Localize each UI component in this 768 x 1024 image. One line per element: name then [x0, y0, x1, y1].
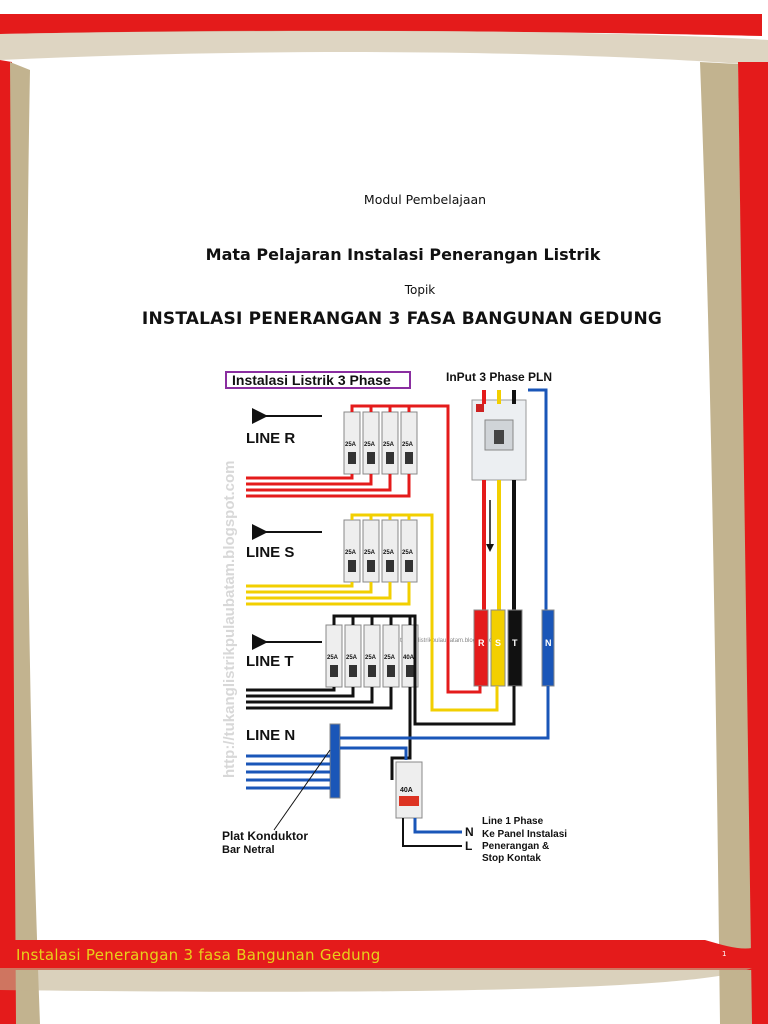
output-wires-s: [246, 582, 411, 606]
busbar-r: [473, 609, 489, 687]
top-beige-band: [0, 30, 768, 66]
output-wire-n: [413, 818, 462, 834]
line-r-label: LINE R: [246, 430, 295, 447]
mcb-40a-handle: [399, 796, 419, 806]
footer-title: Instalasi Penerangan 3 fasa Bangunan Ged…: [16, 946, 381, 964]
diagram-title: Instalasi Listrik 3 Phase: [232, 372, 391, 388]
feed-arrow-head: [486, 544, 494, 552]
supply-wire-t: [332, 614, 516, 726]
supply-taps-s: [369, 515, 411, 520]
output-wires-t: [246, 687, 393, 710]
mcb-t-3-rating: 25A: [365, 655, 377, 661]
mcb-t-2-rating: 25A: [346, 655, 358, 661]
wiring-diagram: Instalasi Listrik 3 Phase InPut 3 Phase …: [221, 370, 567, 864]
mcb-t-4-rating: 25A: [384, 655, 396, 661]
busbar-s: [490, 609, 506, 687]
wire-to-40a: [390, 687, 412, 780]
output-wire-l: [402, 818, 462, 847]
right-beige-strip: [700, 62, 754, 1024]
mcb-40a: [395, 761, 423, 819]
watermark: http://tukanglistrikpulaubatam.blogspot.…: [221, 460, 238, 778]
busbar-t-label: T: [512, 638, 518, 648]
module-label: Modul Pembelajaan: [363, 192, 487, 207]
mcb-r-1-rating: 25A: [345, 442, 357, 448]
mcb-s-3-rating: 25A: [383, 550, 395, 556]
busbar-t: [507, 609, 523, 687]
watermark-small: tukanglistrikpulaubatam.blogspot.com: [400, 638, 500, 644]
busbar-n: [541, 609, 555, 687]
breakers-s: 25A 25A 25A 25A: [343, 519, 418, 583]
top-red-band: [0, 14, 762, 36]
supply-taps-t: [351, 616, 412, 625]
mcb-40a-rating: 40A: [400, 787, 413, 794]
mcb-r-4-rating: 25A: [402, 442, 414, 448]
footer-red-band: [0, 940, 752, 970]
subject-title: Mata Pelajaran Instalasi Penerangan List…: [205, 245, 601, 264]
mcb-t-1-rating: 25A: [327, 655, 339, 661]
mcb-s-2-rating: 25A: [364, 550, 376, 556]
line-t-label: LINE T: [246, 653, 294, 670]
neutral-supply-wire: [340, 686, 550, 740]
output-wires-r: [246, 474, 411, 498]
out-text-4: Stop Kontak: [482, 853, 541, 864]
topic-label: Topik: [404, 283, 436, 297]
line-n-label: LINE N: [246, 727, 295, 744]
neutral-bar: [329, 723, 341, 799]
out-text-3: Penerangan &: [482, 841, 549, 852]
left-red-strip: [0, 60, 18, 1024]
out-n-label: N: [465, 825, 474, 839]
right-red-strip: [738, 62, 768, 1024]
page-number: 1: [722, 950, 727, 958]
mcb-s-1-rating: 25A: [345, 550, 357, 556]
plat-label-1: Plat Konduktor: [222, 829, 308, 843]
supply-wire-s: [350, 513, 499, 712]
breakers-t: 25A 25A 25A 25A 40A: [325, 624, 419, 688]
input-wire-n: [528, 388, 548, 612]
busbar-r-label: R: [478, 638, 485, 648]
supply-wire-r: [350, 404, 482, 694]
mcb-r-2-rating: 25A: [364, 442, 376, 448]
mcb-s-4-rating: 25A: [402, 550, 414, 556]
busbar-s-label: S: [495, 638, 501, 648]
diagram-title-box: [225, 371, 411, 389]
out-text-1: Line 1 Phase: [482, 816, 544, 827]
topic-title: INSTALASI PENERANGAN 3 FASA BANGUNAN GED…: [141, 309, 663, 329]
line-s-label: LINE S: [246, 544, 294, 561]
input-label: InPut 3 Phase PLN: [446, 370, 552, 384]
neutral-bar-pointer: [273, 749, 331, 831]
mcb-r-3-rating: 25A: [383, 442, 395, 448]
breakers-r: 25A 25A 25A 25A: [343, 411, 418, 475]
main-breaker-handle: [494, 430, 504, 444]
busbar-n-label: N: [545, 638, 552, 648]
out-text-2: Ke Panel Instalasi: [482, 829, 567, 840]
out-l-label: L: [465, 839, 472, 853]
left-beige-strip: [10, 62, 40, 1024]
neutral-to-40a: [340, 746, 408, 760]
footer-beige-band: [0, 968, 752, 992]
supply-taps-r: [369, 406, 411, 412]
mcb-t-5-rating: 40A: [403, 655, 415, 661]
neutral-output-wires: [246, 754, 330, 790]
plat-label-2: Bar Netral: [222, 844, 275, 856]
main-breaker-logo: [476, 404, 484, 412]
